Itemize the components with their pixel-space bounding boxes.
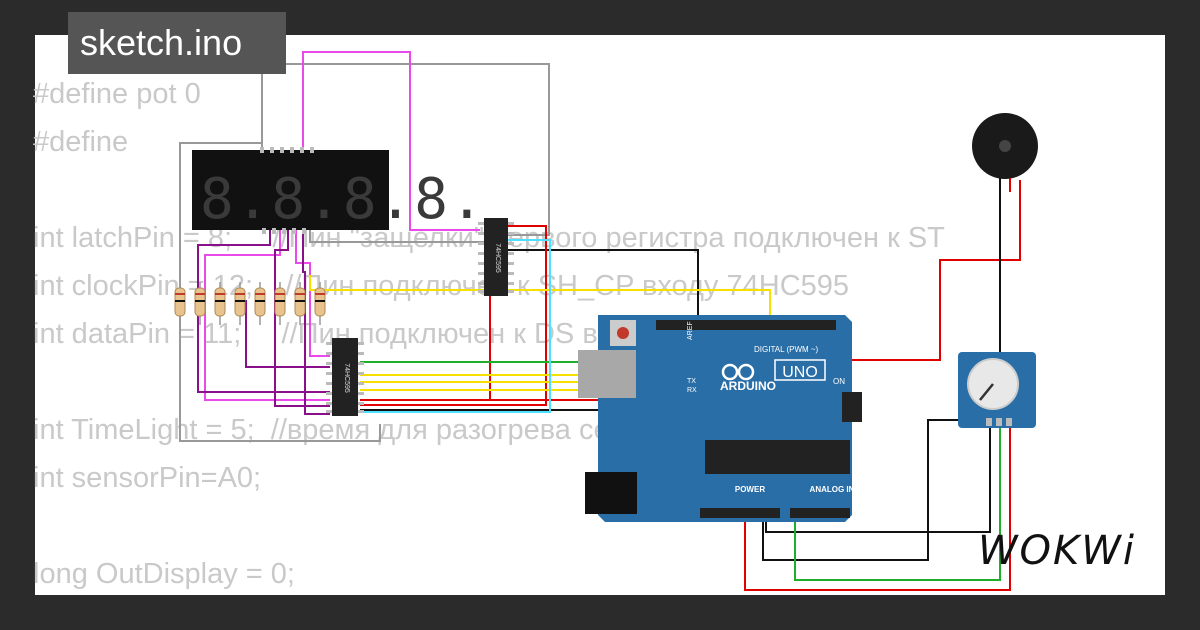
on-label: ON — [833, 377, 845, 386]
arduino-brand-label: ARDUINO — [720, 379, 776, 393]
analog-in-label: ANALOG IN — [810, 485, 855, 494]
code-line: int sensorPin=A0; — [33, 462, 262, 494]
potentiometer[interactable] — [958, 352, 1036, 428]
purple-wires — [197, 225, 330, 415]
digital-header-label: DIGITAL (PWM ~) — [754, 345, 819, 354]
shift-register-bottom-label: 74HC595 — [343, 363, 350, 393]
icsp-header — [842, 392, 862, 422]
arduino-model-label: UNO — [782, 364, 818, 381]
seven-segment-display[interactable]: 8.8.8.8. — [192, 147, 486, 234]
shift-register-bottom[interactable]: 74HC595 — [326, 338, 364, 416]
code-line: long OutDisplay = 0; — [33, 558, 295, 590]
code-line: #define — [33, 126, 137, 158]
rx-label: RX — [687, 387, 697, 394]
power-jack — [585, 472, 637, 514]
power-header — [700, 508, 780, 518]
cyan-wires — [360, 239, 551, 413]
display-digits: 8.8.8.8. — [200, 167, 486, 232]
shift-register-top[interactable]: 74HC595 — [478, 218, 514, 296]
power-label: POWER — [735, 485, 765, 494]
analog-header — [790, 508, 850, 518]
magenta-wires — [204, 51, 480, 401]
digital-header — [656, 320, 836, 330]
code-line: #define pot 0 — [33, 78, 201, 110]
file-tab[interactable]: sketch.ino — [68, 12, 286, 74]
wokwi-logo: WOKWi — [978, 528, 1136, 574]
shift-register-top-label: 74HC595 — [494, 243, 501, 273]
atmega-chip — [705, 440, 850, 474]
resistor-array[interactable] — [174, 282, 326, 325]
usb-connector — [578, 350, 636, 398]
arduino-uno-board[interactable]: DIGITAL (PWM ~) ARDUINO UNO ON TX RX ANA… — [578, 315, 862, 522]
gray-wires — [179, 63, 550, 442]
aref-label: AREF — [687, 321, 694, 340]
arduino-infinity-icon — [721, 363, 755, 381]
tx-label: TX — [687, 378, 696, 385]
